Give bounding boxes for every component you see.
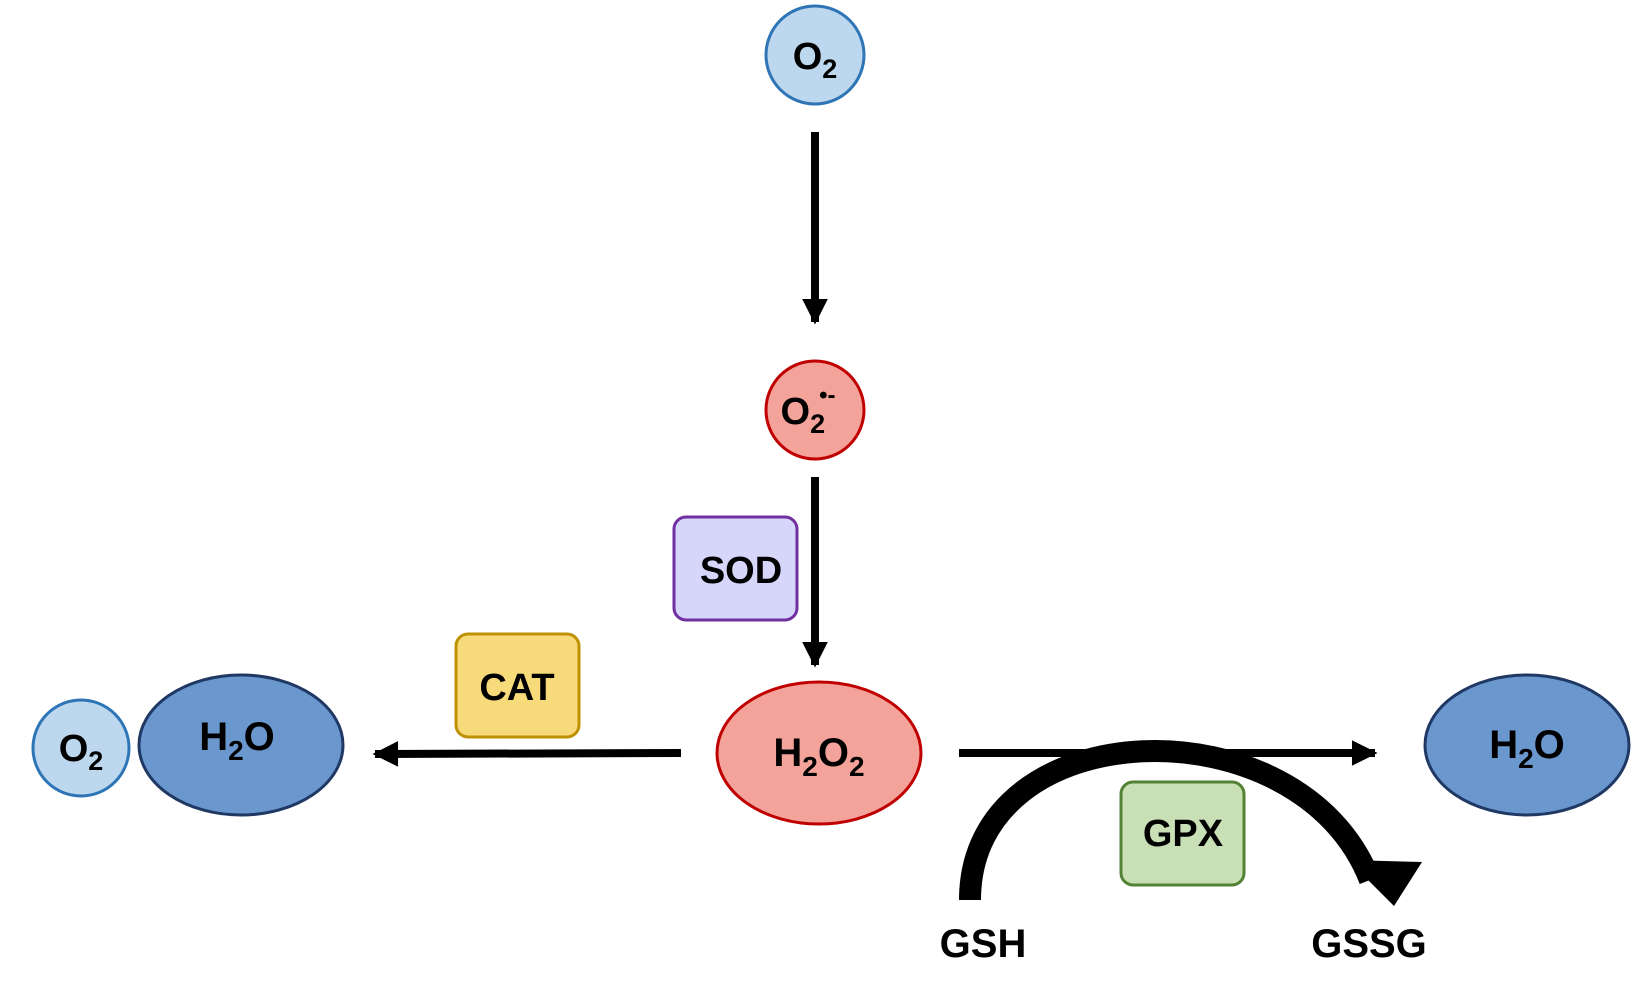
o2-molecule-left: O2: [31, 698, 131, 798]
svg-text:O2: O2: [59, 728, 104, 776]
svg-text:O2•-: O2•-: [781, 382, 836, 439]
o2-molecule-top: O2: [764, 4, 866, 106]
h2o-left-o: O: [244, 715, 275, 759]
h2o2-o-sub: 2: [849, 751, 865, 782]
cat-enzyme-box: CAT: [454, 632, 581, 739]
h2o-right-h: H: [1489, 723, 1518, 767]
h2o2-h-sub: 2: [802, 751, 818, 782]
gssg-label: GSSG: [1311, 922, 1427, 966]
h2o2-o: O: [818, 731, 849, 775]
h2o-right-h-sub: 2: [1518, 743, 1534, 774]
gsh-to-gssg-curved-arrow: [959, 740, 1381, 901]
h2o-left-h-sub: 2: [228, 735, 244, 766]
svg-text:H2O: H2O: [1489, 723, 1565, 774]
gpx-enzyme-box: GPX: [1119, 780, 1246, 887]
o2-left-label: O: [59, 728, 89, 770]
h2o2-molecule: H2O2: [715, 680, 923, 826]
sod-label: SOD: [700, 550, 782, 592]
o2-top-label: O: [793, 36, 823, 78]
arrow-h2o2-to-water-left: [372, 741, 682, 767]
svg-text:H2O: H2O: [199, 715, 275, 766]
h2o2-h: H: [773, 731, 802, 775]
o2-top-subscript: 2: [822, 54, 837, 84]
h2o-molecule-left: H2O: [137, 673, 345, 817]
h2o-molecule-right: H2O: [1423, 673, 1631, 817]
svg-text:O2: O2: [793, 36, 838, 84]
h2o-left-h: H: [199, 715, 228, 759]
superoxide-superscript: •-: [819, 382, 835, 409]
sod-enzyme-box: SOD: [672, 515, 799, 622]
svg-text:H2O2: H2O2: [773, 731, 864, 782]
superoxide-label: O: [781, 391, 811, 433]
cat-label: CAT: [479, 667, 554, 709]
gpx-label: GPX: [1143, 813, 1224, 855]
gsh-label: GSH: [940, 922, 1027, 966]
o2-left-subscript: 2: [88, 746, 103, 776]
superoxide-radical: O2•-: [764, 359, 866, 461]
h2o-right-o: O: [1534, 723, 1565, 767]
superoxide-subscript: 2: [810, 409, 825, 439]
gsh-to-gssg-arrowhead: [1348, 860, 1422, 906]
